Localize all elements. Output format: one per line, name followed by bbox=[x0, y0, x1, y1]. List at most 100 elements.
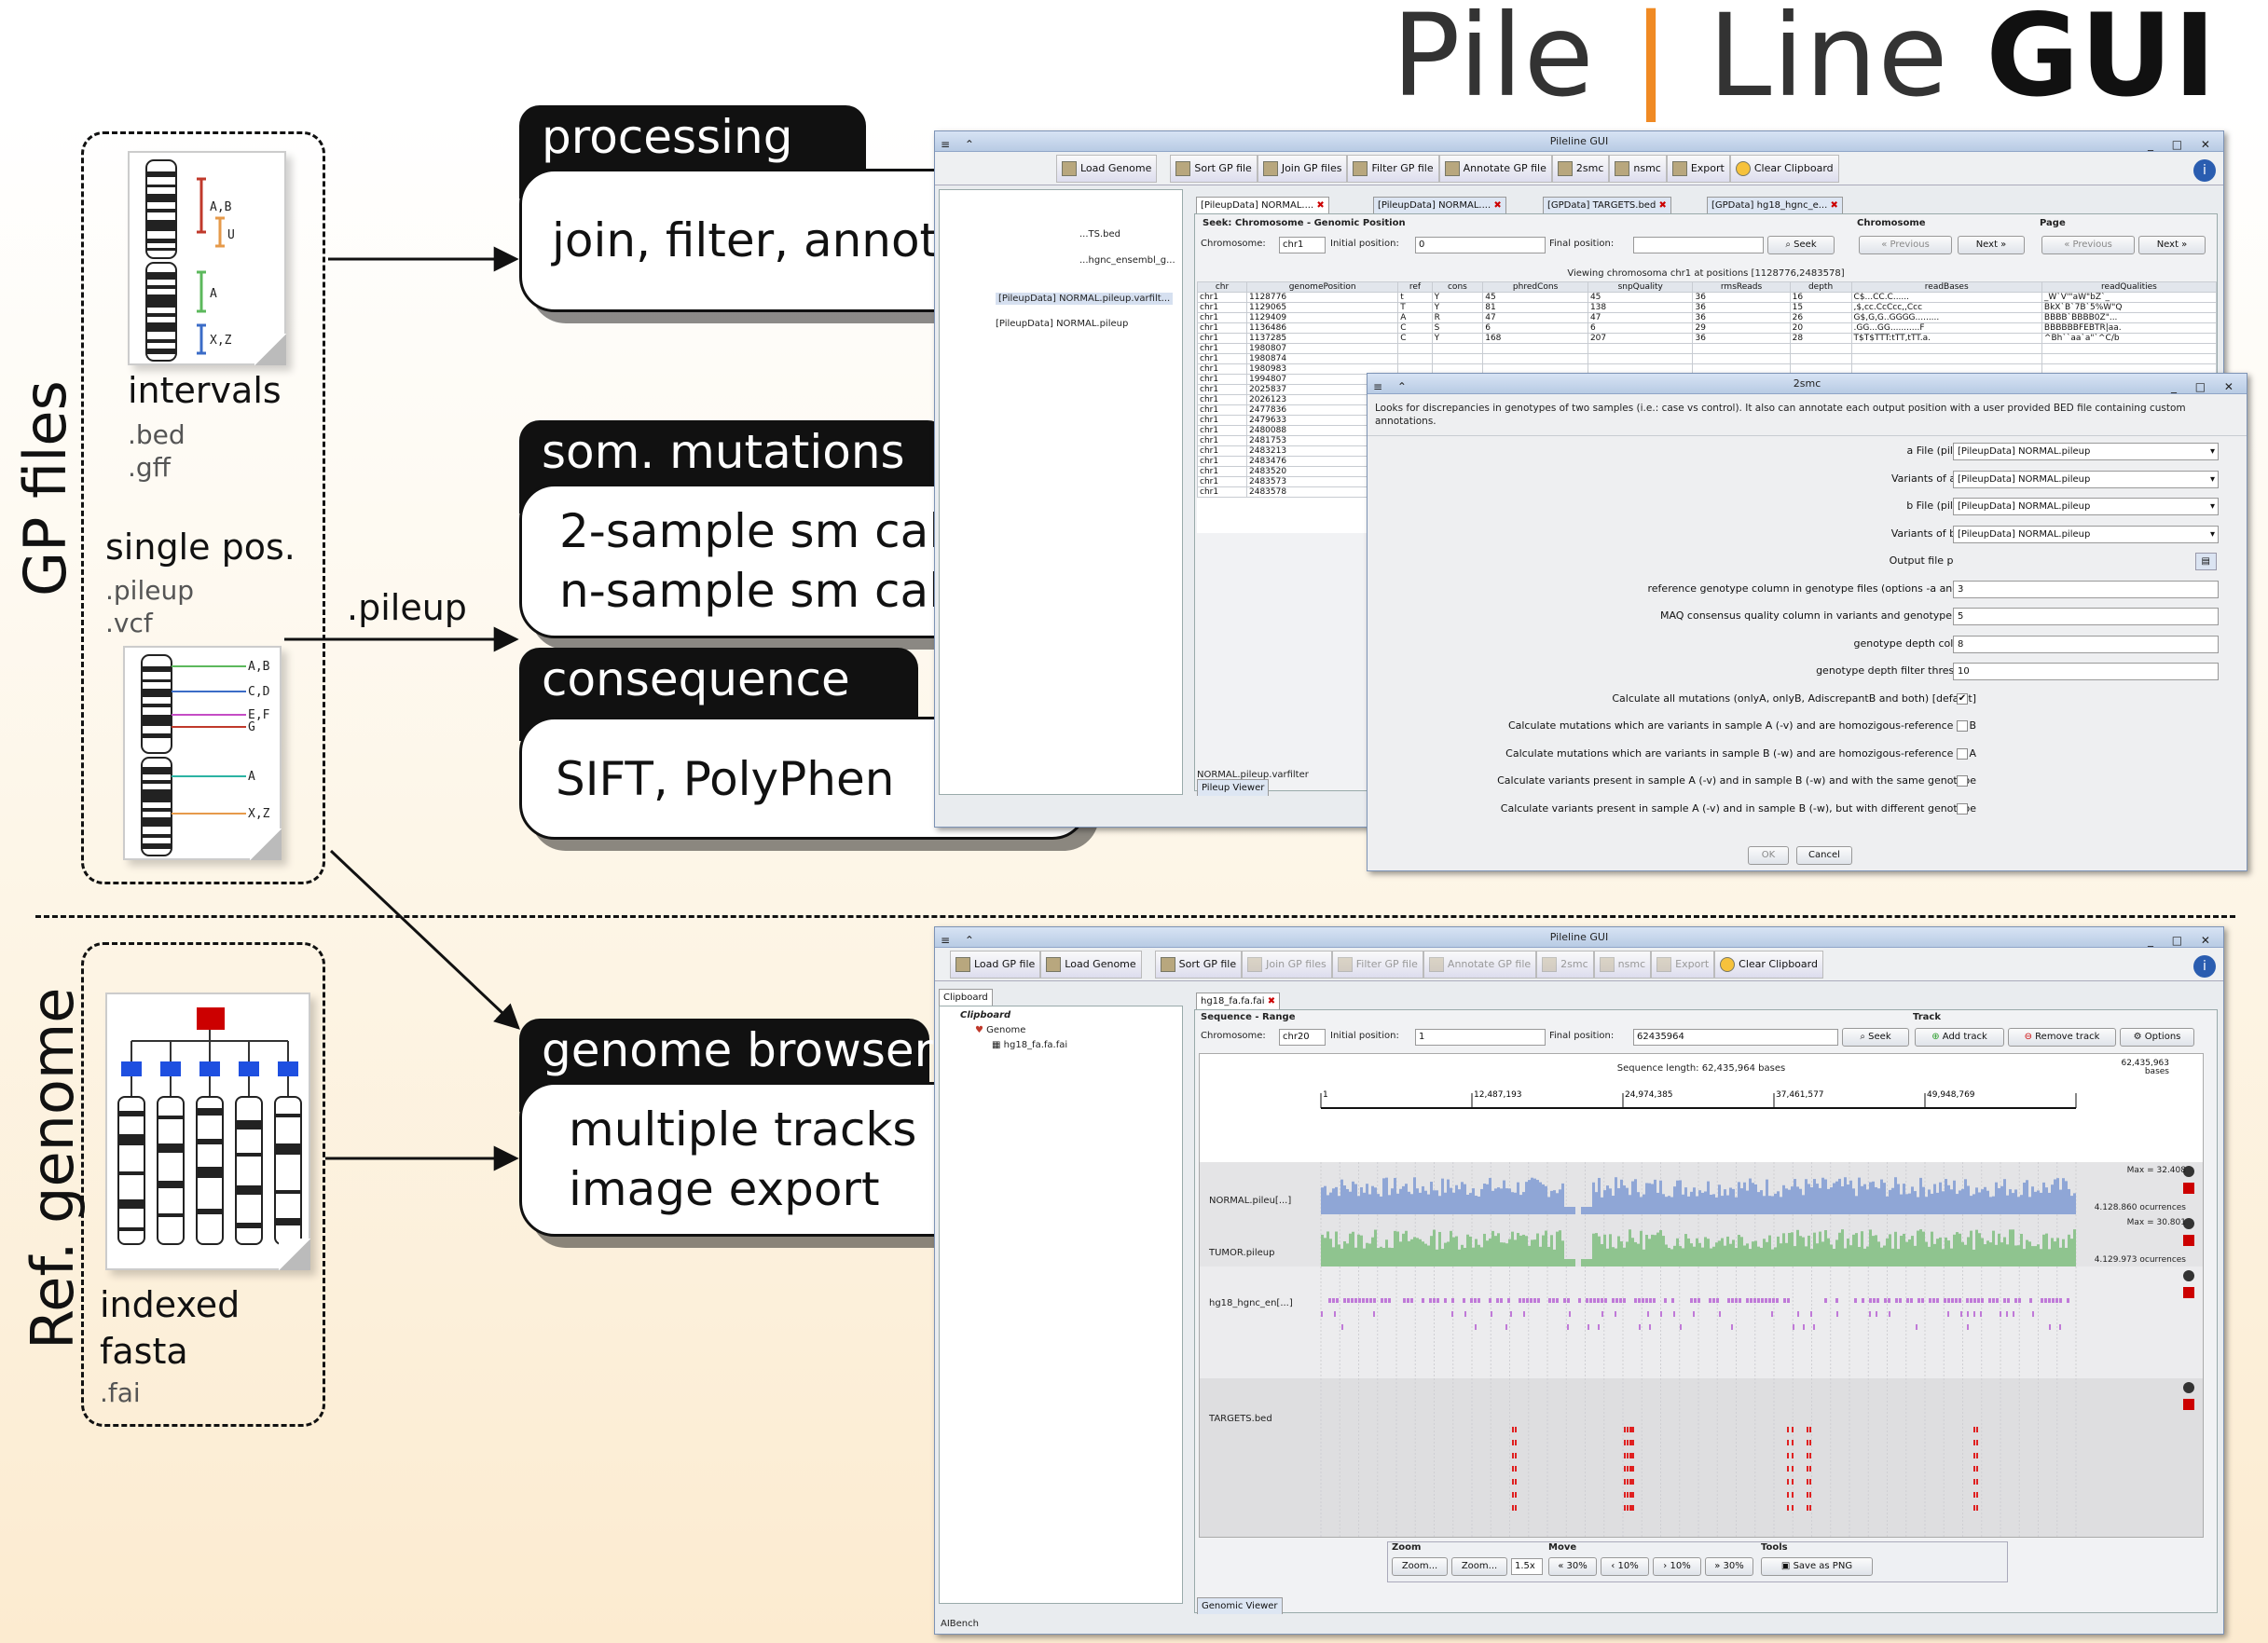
initial-position-input[interactable]: 0 bbox=[1415, 237, 1546, 253]
next-page-button[interactable]: Next » bbox=[2138, 236, 2206, 254]
final-position-input[interactable]: 62435964 bbox=[1633, 1029, 1838, 1046]
dialog-text-input[interactable]: 5 bbox=[1953, 608, 2219, 625]
load-genome-button[interactable]: Load Genome bbox=[1040, 950, 1142, 979]
column-header[interactable]: snpQuality bbox=[1587, 281, 1694, 293]
tree-item[interactable]: ...hgnc_ensembl_g... bbox=[1079, 255, 1175, 266]
tree-item[interactable]: [PileupData] NORMAL.pileup bbox=[996, 319, 1129, 329]
sort-gp-button[interactable]: Sort GP file bbox=[1154, 950, 1243, 979]
2smc-button[interactable]: 2smc bbox=[1536, 950, 1594, 979]
2smc-button[interactable]: 2smc bbox=[1551, 154, 1610, 183]
final-position-input[interactable] bbox=[1633, 237, 1764, 253]
dialog-checkbox[interactable] bbox=[1957, 802, 1968, 815]
column-header[interactable]: depth bbox=[1789, 281, 1852, 293]
move-left-30-button[interactable]: « 30% bbox=[1548, 1557, 1597, 1576]
column-header[interactable]: rmsReads bbox=[1692, 281, 1791, 293]
annotate-gp-button[interactable]: Annotate GP file bbox=[1438, 154, 1552, 183]
join-gp-button[interactable]: Join GP files bbox=[1257, 154, 1348, 183]
tree-item-selected[interactable]: [PileupData] NORMAL.pileup.varfilt... bbox=[996, 293, 1174, 305]
tab-pileup-viewer[interactable]: Pileup Viewer bbox=[1197, 779, 1270, 796]
seek-button[interactable]: ⌕ Seek bbox=[1842, 1028, 1909, 1047]
cancel-button[interactable]: Cancel bbox=[1796, 846, 1852, 865]
column-header[interactable]: readBases bbox=[1850, 281, 2042, 293]
zoom-out-button[interactable]: Zoom... bbox=[1451, 1557, 1507, 1576]
column-header[interactable]: chr bbox=[1197, 281, 1247, 293]
column-header[interactable]: cons bbox=[1431, 281, 1484, 293]
window-menu-icon[interactable]: ≡ ⌃ bbox=[941, 934, 980, 947]
options-button[interactable]: ⚙ Options bbox=[2120, 1028, 2194, 1047]
join-gp-button[interactable]: Join GP files bbox=[1242, 950, 1332, 979]
window-menu-icon[interactable]: ≡ ⌃ bbox=[1373, 380, 1412, 393]
dialog-text-input[interactable]: 10 bbox=[1953, 663, 2219, 680]
add-track-button[interactable]: ⊕ Add track bbox=[1915, 1028, 2004, 1047]
column-header[interactable]: ref bbox=[1397, 281, 1433, 293]
previous-page-button[interactable]: « Previous bbox=[2041, 236, 2135, 254]
chromosome-select[interactable]: chr20 bbox=[1279, 1029, 1326, 1046]
nsmc-button[interactable]: nsmc bbox=[1609, 154, 1667, 183]
ok-button[interactable]: OK bbox=[1748, 846, 1789, 865]
remove-track-button[interactable]: ⊖ Remove track bbox=[2008, 1028, 2116, 1047]
tree-root-clipboard[interactable]: Clipboard bbox=[960, 1010, 1011, 1020]
dialog-select[interactable]: [PileupData] NORMAL.pileup▾ bbox=[1953, 498, 2219, 515]
filter-gp-button[interactable]: Filter GP file bbox=[1347, 154, 1439, 183]
dialog-checkbox[interactable] bbox=[1957, 747, 1968, 760]
column-header[interactable]: genomePosition bbox=[1245, 281, 1399, 293]
column-header[interactable]: readQualities bbox=[2041, 281, 2217, 293]
load-gp-button[interactable]: Load GP file bbox=[950, 950, 1041, 979]
load-genome-button[interactable]: Load Genome bbox=[1056, 154, 1158, 183]
chromosome-select[interactable]: chr1 bbox=[1279, 237, 1326, 253]
tab-hg18-hgnc[interactable]: [GPData] hg18_hgnc_e... ✖ bbox=[1707, 197, 1843, 213]
seek-button[interactable]: ⌕ Seek bbox=[1767, 236, 1835, 254]
initial-position-input[interactable]: 1 bbox=[1415, 1029, 1546, 1046]
tab-targets[interactable]: [GPData] TARGETS.bed ✖ bbox=[1543, 197, 1671, 213]
tab-genomic-viewer[interactable]: Genomic Viewer bbox=[1197, 1597, 1283, 1614]
tree-item[interactable]: ...TS.bed bbox=[1079, 229, 1121, 240]
window-controls-icon[interactable]: _ □ ✕ bbox=[2147, 934, 2218, 947]
clear-clipboard-button[interactable]: Clear Clipboard bbox=[1714, 950, 1823, 979]
next-chromosome-button[interactable]: Next » bbox=[1958, 236, 2025, 254]
move-right-30-button[interactable]: » 30% bbox=[1705, 1557, 1753, 1576]
dialog-text-input[interactable]: 8 bbox=[1953, 635, 2219, 653]
dialog-checkbox[interactable] bbox=[1957, 775, 1968, 787]
clear-clipboard-button[interactable]: Clear Clipboard bbox=[1729, 154, 1839, 183]
zoom-level-select[interactable]: 1.5x bbox=[1511, 1558, 1543, 1575]
zoom-in-button[interactable]: Zoom... bbox=[1392, 1557, 1448, 1576]
dialog-select[interactable]: [PileupData] NORMAL.pileup▾ bbox=[1953, 470, 2219, 488]
export-button[interactable]: Export bbox=[1651, 950, 1715, 979]
window-controls-icon[interactable]: _ □ ✕ bbox=[2170, 380, 2241, 393]
save-png-button[interactable]: ▣ Save as PNG bbox=[1761, 1557, 1873, 1576]
tab-hg18-fai[interactable]: hg18_fa.fa.fai ✖ bbox=[1196, 993, 1281, 1009]
tab-pileup-normal-2[interactable]: [PileupData] NORMAL.... ✖ bbox=[1373, 197, 1506, 213]
dialog-checkbox[interactable] bbox=[1957, 720, 1968, 732]
move-right-10-button[interactable]: › 10% bbox=[1653, 1557, 1701, 1576]
join-icon bbox=[1247, 956, 1263, 972]
tab-pileup-normal-1[interactable]: [PileupData] NORMAL.... ✖ bbox=[1196, 197, 1329, 213]
dialog-select[interactable]: [PileupData] NORMAL.pileup▾ bbox=[1953, 525, 2219, 543]
dialog-text-input[interactable]: 3 bbox=[1953, 580, 2219, 598]
dialog-select[interactable]: [PileupData] NORMAL.pileup▾ bbox=[1953, 443, 2219, 460]
nsmc-button[interactable]: nsmc bbox=[1593, 950, 1652, 979]
sort-gp-button[interactable]: Sort GP file bbox=[1170, 154, 1258, 183]
filter-gp-button[interactable]: Filter GP file bbox=[1331, 950, 1423, 979]
help-icon[interactable]: i bbox=[2193, 955, 2216, 978]
move-left-10-button[interactable]: ‹ 10% bbox=[1601, 1557, 1649, 1576]
previous-chromosome-button[interactable]: « Previous bbox=[1859, 236, 1952, 254]
tree-item-genome[interactable]: ♥ Genome bbox=[975, 1025, 1026, 1035]
window-menu-icon[interactable]: ≡ ⌃ bbox=[941, 138, 980, 151]
help-icon[interactable]: i bbox=[2193, 159, 2216, 182]
tree-item-fai[interactable]: ▦ hg18_fa.fa.fai bbox=[992, 1040, 1068, 1050]
tab-clipboard[interactable]: Clipboard bbox=[939, 989, 993, 1006]
dialog-file-input[interactable]: ▤ bbox=[1953, 553, 2219, 570]
column-header[interactable]: phredCons bbox=[1482, 281, 1588, 293]
dialog-checkbox[interactable]: ✔ bbox=[1957, 692, 1968, 705]
export-button[interactable]: Export bbox=[1666, 154, 1730, 183]
folder-icon[interactable]: ▤ bbox=[2194, 553, 2217, 570]
annotate-gp-button[interactable]: Annotate GP file bbox=[1423, 950, 1537, 979]
window-controls-icon[interactable]: _ □ ✕ bbox=[2147, 138, 2218, 151]
